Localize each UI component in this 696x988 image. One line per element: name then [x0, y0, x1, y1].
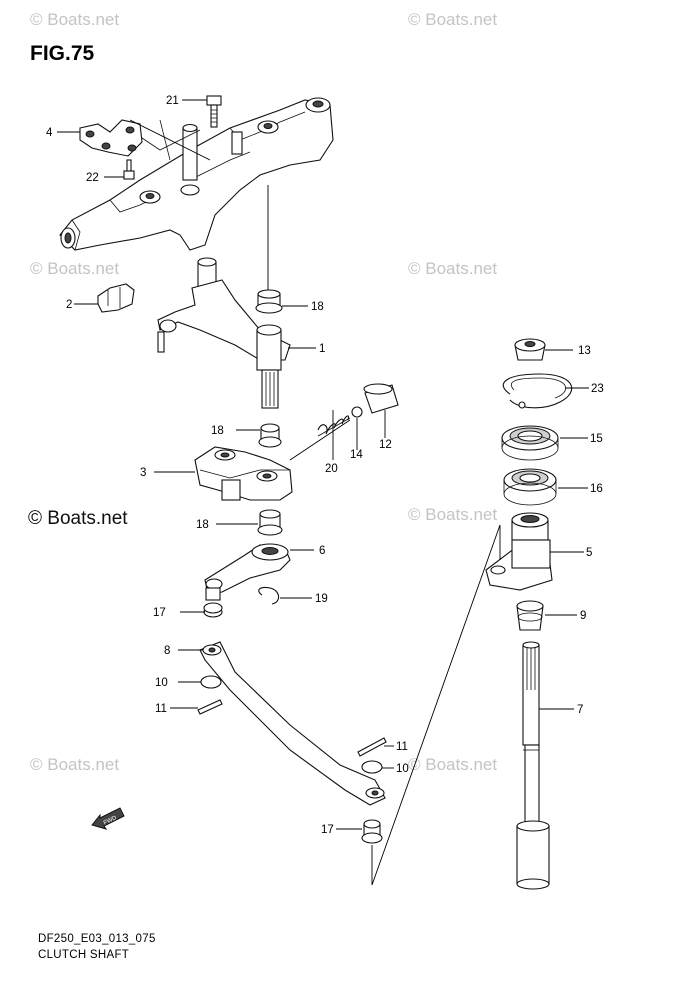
cotter-pin-11-lower — [357, 737, 387, 757]
callout-2: 2 — [66, 299, 72, 311]
diagram-caption: CLUTCH SHAFT — [38, 949, 130, 961]
callout-17-lower: 17 — [321, 824, 334, 836]
shift-lever-1 — [157, 257, 291, 409]
callout-12: 12 — [379, 439, 392, 451]
bolt-21 — [206, 95, 222, 128]
callout-5: 5 — [586, 547, 592, 559]
shift-bracket — [59, 97, 334, 251]
figure-title: FIG.75 — [30, 42, 95, 65]
washer-10-upper — [200, 675, 222, 689]
diagram-code: DF250_E03_013_075 — [38, 933, 156, 945]
lever-6 — [204, 543, 291, 601]
fwd-arrow-icon: FWD — [91, 807, 125, 830]
bushing-9 — [516, 600, 544, 631]
bushing-18-lower — [257, 509, 283, 536]
callout-4: 4 — [46, 127, 53, 139]
watermark: © Boats.net — [408, 755, 498, 774]
circlip-23 — [502, 373, 573, 409]
sleeve-12 — [363, 383, 399, 414]
bushing-18-middle — [258, 423, 282, 448]
watermark-dark: © Boats.net — [28, 508, 128, 529]
clip-2 — [97, 283, 135, 313]
watermark: © Boats.net — [30, 10, 120, 29]
callout-10-lower: 10 — [396, 763, 409, 775]
watermark: © Boats.net — [408, 259, 498, 278]
watermark: © Boats.net — [408, 505, 498, 524]
callout-16: 16 — [590, 483, 603, 495]
washer-10-lower — [361, 760, 383, 774]
block-3 — [194, 446, 293, 501]
washer-17-lower — [361, 819, 383, 844]
callout-18-upper: 18 — [311, 301, 324, 313]
ball-14 — [351, 406, 363, 418]
seal-16 — [503, 468, 557, 506]
callout-15: 15 — [590, 433, 603, 445]
callout-9: 9 — [580, 610, 586, 622]
svg-text:FWD: FWD — [103, 815, 119, 827]
spring-20 — [317, 415, 351, 437]
callout-11-upper: 11 — [155, 703, 167, 715]
bracket-5 — [485, 512, 553, 591]
alignment-lines — [129, 119, 501, 886]
callout-17-upper: 17 — [153, 607, 166, 619]
callout-1: 1 — [319, 343, 325, 355]
bearing-15 — [501, 425, 559, 461]
callout-labels: 21 4 22 2 18 1 13 23 15 16 18 3 18 6 5 1… — [46, 95, 604, 836]
callout-10-upper: 10 — [155, 677, 168, 689]
bushing-18-upper — [255, 289, 283, 314]
callout-7: 7 — [577, 704, 583, 716]
callout-14: 14 — [350, 449, 363, 461]
watermark: © Boats.net — [30, 755, 120, 774]
callout-22: 22 — [86, 172, 99, 184]
callout-13: 13 — [578, 345, 591, 357]
watermark: © Boats.net — [30, 259, 120, 278]
screw-22 — [123, 159, 135, 180]
callout-20: 20 — [325, 463, 338, 475]
callout-18-lower: 18 — [196, 519, 209, 531]
callout-19: 19 — [315, 593, 328, 605]
cotter-pin-11-upper — [197, 699, 223, 715]
clutch-shaft-7 — [516, 641, 550, 890]
callout-21: 21 — [166, 95, 179, 107]
callout-11-lower: 11 — [396, 741, 408, 753]
callout-8: 8 — [164, 645, 170, 657]
plug-13 — [514, 338, 546, 361]
callout-6: 6 — [319, 545, 325, 557]
callout-3: 3 — [140, 467, 146, 479]
leader-lines — [57, 99, 589, 830]
e-ring-19 — [258, 586, 280, 605]
washer-17-upper — [203, 602, 223, 618]
plate-4 — [79, 119, 143, 157]
watermark: © Boats.net — [408, 10, 498, 29]
callout-18-middle: 18 — [211, 425, 224, 437]
callout-23: 23 — [591, 383, 604, 395]
link-8 — [199, 641, 386, 806]
